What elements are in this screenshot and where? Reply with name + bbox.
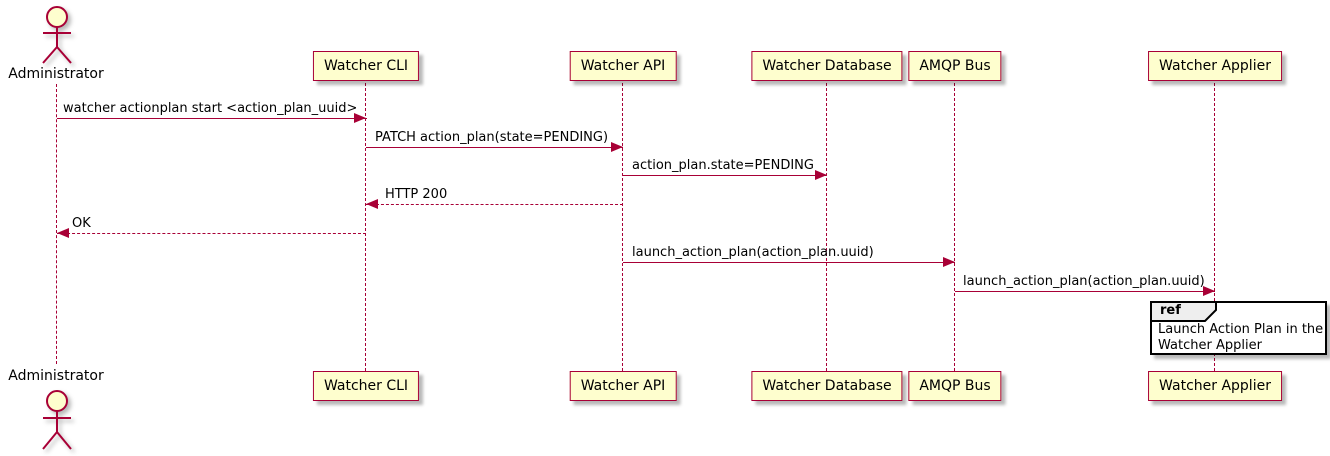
message-5-label: OK	[72, 216, 91, 231]
participant-watcher-applier-bottom: Watcher Applier	[1148, 371, 1282, 401]
participant-watcher-database-top: Watcher Database	[751, 51, 903, 81]
actor-label-administrator-top: Administrator	[8, 66, 104, 82]
message-3-label: action_plan.state=PENDING	[632, 158, 814, 173]
participant-watcher-api-top: Watcher API	[569, 51, 677, 81]
ref-tab-shape	[1150, 301, 1217, 322]
message-3-arrowhead	[815, 170, 827, 180]
message-7-label: launch_action_plan(action_plan.uuid)	[963, 274, 1205, 289]
message-7-arrowhead	[1203, 286, 1215, 296]
administrator-actor-icon-top	[42, 6, 72, 64]
message-2-arrowhead	[611, 142, 623, 152]
lifeline-watcher-database	[826, 83, 827, 371]
ref-tab: ref	[1150, 301, 1222, 323]
ref-fragment: ref Launch Action Plan in the Watcher Ap…	[1150, 301, 1327, 355]
message-1-line	[57, 118, 367, 119]
message-4-label: HTTP 200	[385, 187, 448, 202]
message-7-line	[955, 291, 1215, 292]
message-4-arrowhead	[366, 199, 378, 209]
ref-keyword: ref	[1160, 303, 1181, 318]
message-1-label: watcher actionplan start <action_plan_uu…	[63, 101, 358, 116]
lifeline-administrator	[56, 84, 57, 364]
message-5-arrowhead	[57, 228, 69, 238]
message-6-arrowhead	[943, 257, 955, 267]
ref-text-line-2: Watcher Applier	[1158, 337, 1262, 353]
message-1-arrowhead	[354, 113, 366, 123]
participant-watcher-applier-top: Watcher Applier	[1148, 51, 1282, 81]
lifeline-watcher-cli	[365, 83, 366, 371]
actor-label-administrator-bottom: Administrator	[8, 368, 104, 384]
message-3-line	[623, 175, 827, 176]
message-6-label: launch_action_plan(action_plan.uuid)	[632, 245, 874, 260]
message-5-line	[57, 233, 366, 234]
participant-amqp-bus-top: AMQP Bus	[908, 51, 1002, 81]
message-6-line	[623, 262, 955, 263]
ref-text-line-1: Launch Action Plan in the	[1158, 322, 1324, 337]
message-2-label: PATCH action_plan(state=PENDING)	[375, 130, 609, 145]
message-4-line	[366, 204, 623, 205]
lifeline-watcher-api	[622, 83, 623, 371]
lifeline-watcher-applier	[1214, 83, 1215, 371]
participant-watcher-database-bottom: Watcher Database	[751, 371, 903, 401]
participant-watcher-cli-top: Watcher CLI	[312, 51, 420, 81]
participant-watcher-cli-bottom: Watcher CLI	[312, 371, 420, 401]
administrator-actor-icon-bottom	[42, 390, 72, 450]
participant-watcher-api-bottom: Watcher API	[569, 371, 677, 401]
participant-amqp-bus-bottom: AMQP Bus	[908, 371, 1002, 401]
ref-text: Launch Action Plan in the Watcher Applie…	[1158, 322, 1323, 353]
lifeline-amqp-bus	[954, 83, 955, 371]
message-2-line	[366, 147, 623, 148]
